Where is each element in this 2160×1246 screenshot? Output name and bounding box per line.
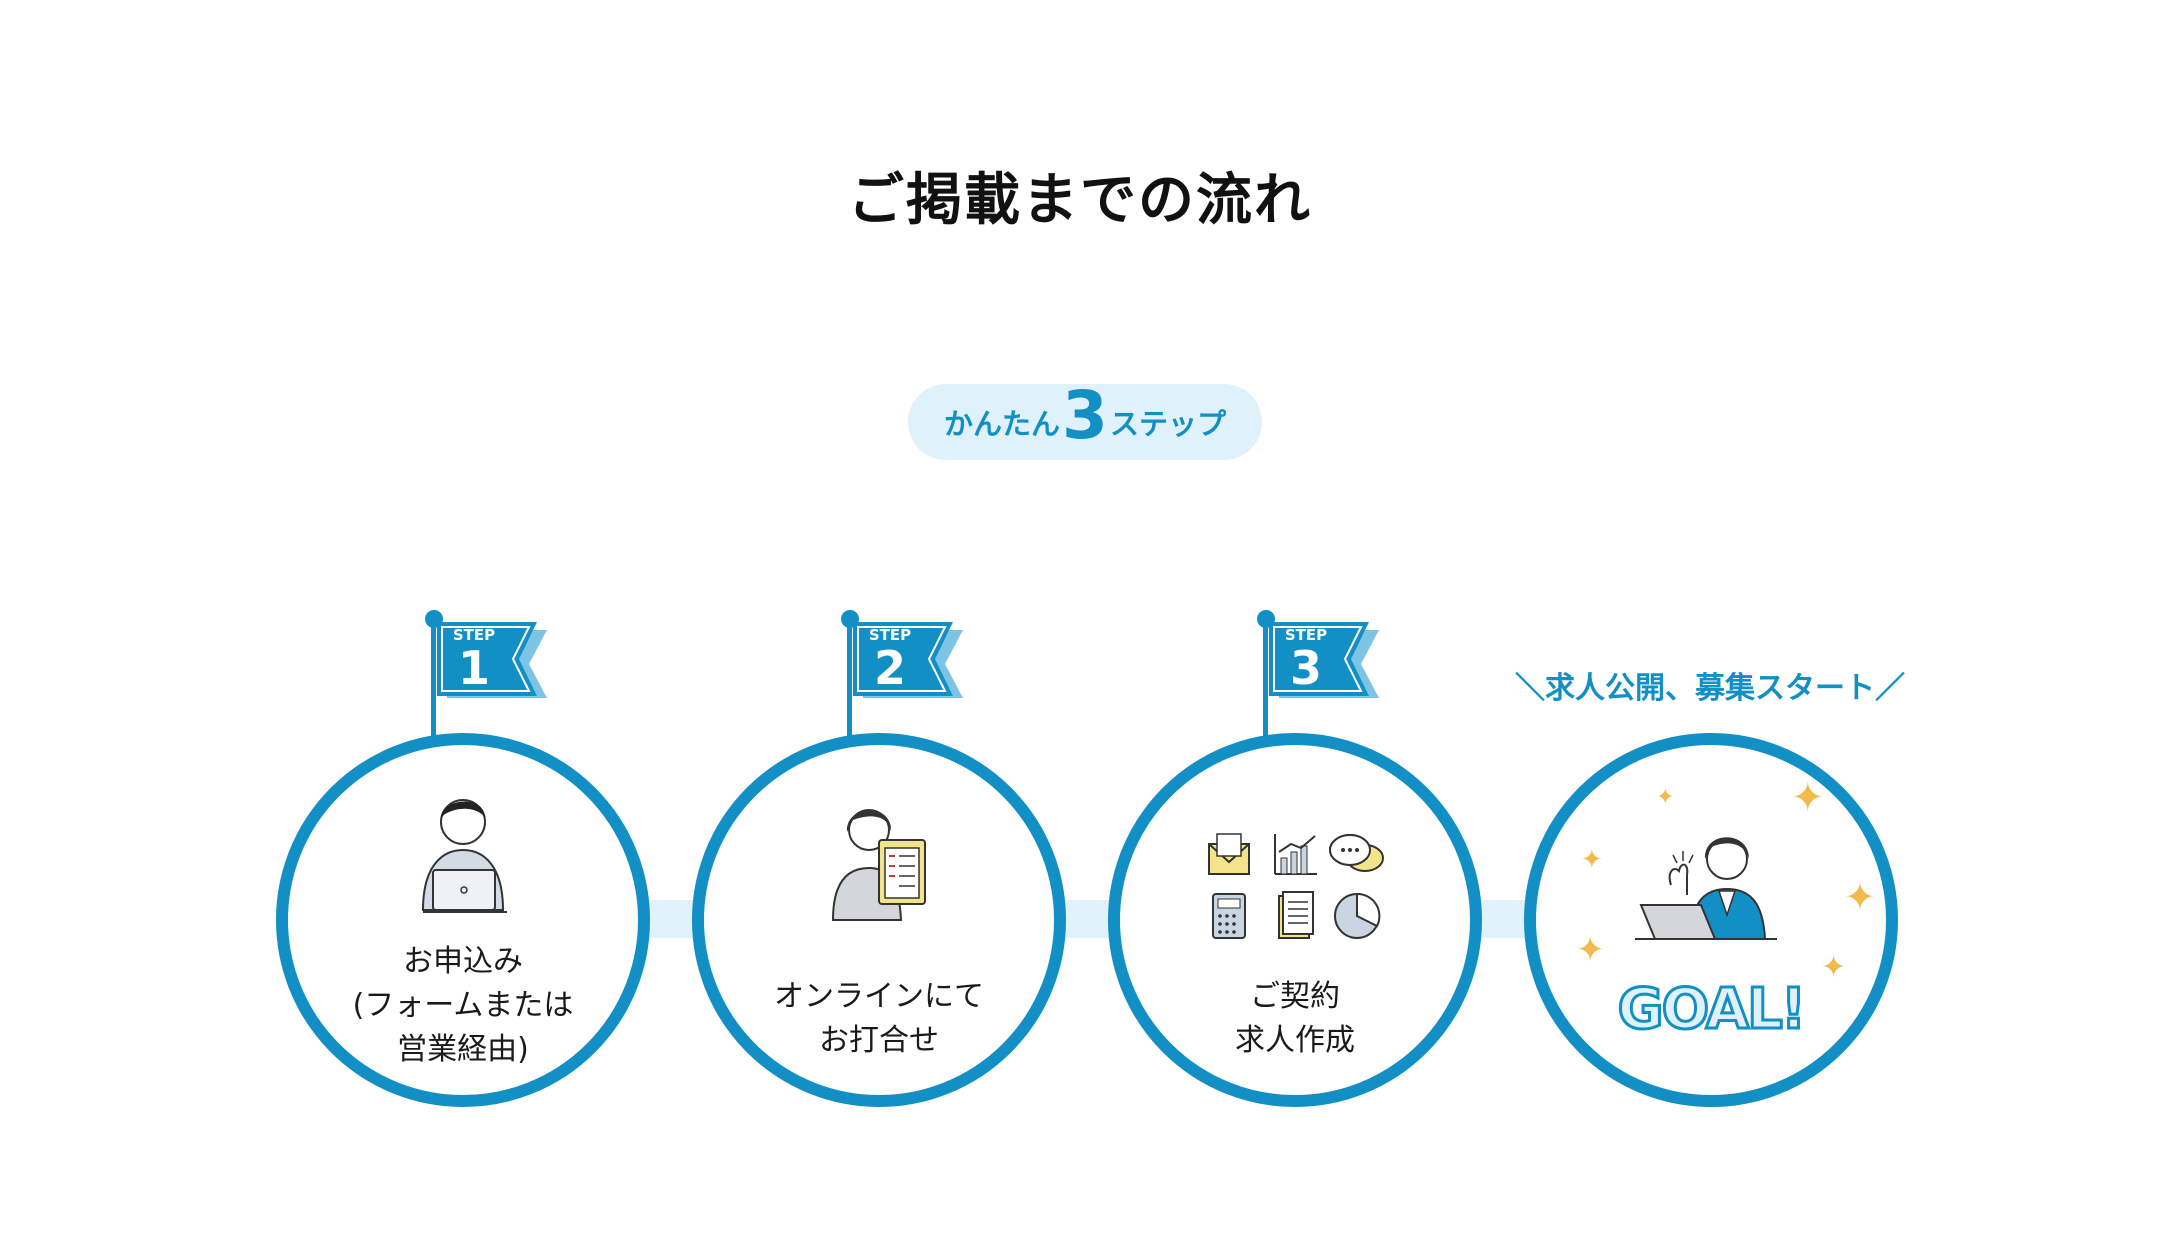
step-text-line: (フォームまたは xyxy=(352,988,574,1023)
goal-text: GOAL! xyxy=(1616,976,1808,1044)
badge-suffix: ステップ xyxy=(1109,407,1226,441)
step-text: お申込み (フォームまたは 営業経由) xyxy=(288,940,638,1072)
step-circle-2: オンラインにて お打合せ xyxy=(692,733,1066,1107)
step-text-line: 営業経由) xyxy=(397,1032,529,1067)
flag-pole xyxy=(431,618,436,738)
step-circle-1: お申込み (フォームまたは 営業経由) xyxy=(276,733,650,1107)
step-text-line: オンラインにて xyxy=(774,979,984,1014)
sparkle-icon: ✦ xyxy=(1656,785,1675,810)
sparkle-icon: ✦ xyxy=(1821,950,1847,985)
sparkle-icon: ✦ xyxy=(1581,845,1603,875)
sparkle-icon: ✦ xyxy=(1791,775,1825,821)
documents-grid-icon xyxy=(1205,830,1395,949)
sparkle-icon: ✦ xyxy=(1576,930,1605,970)
person-laptop-icon xyxy=(403,780,523,924)
badge-number: 3 xyxy=(1062,377,1108,454)
step-number: 3 xyxy=(1289,641,1322,695)
step-label: STEP xyxy=(1284,626,1328,644)
step-number: 2 xyxy=(873,641,906,695)
step-text-line: お打合せ xyxy=(819,1023,939,1058)
badge-prefix: かんたん xyxy=(944,407,1061,441)
step-flag: STEP 1 xyxy=(437,622,547,704)
step-flag: STEP 3 xyxy=(1269,622,1379,704)
goal-circle: ✦ ✦ ✦ ✦ ✦ ✦ GOAL! xyxy=(1524,733,1898,1107)
step-text: ご契約 求人作成 xyxy=(1120,975,1470,1063)
woman-clipboard-icon xyxy=(819,790,939,929)
step-label: STEP xyxy=(868,626,912,644)
step-text-line: お申込み xyxy=(403,944,523,979)
step-text: オンラインにて お打合せ xyxy=(704,975,1054,1063)
flag-pole xyxy=(847,618,852,738)
woman-ok-laptop-icon xyxy=(1631,815,1781,949)
step-flag: STEP 2 xyxy=(853,622,963,704)
step-text-line: ご契約 xyxy=(1250,979,1340,1014)
step-text-line: 求人作成 xyxy=(1235,1023,1355,1058)
goal-heading: ＼求人公開、募集スタート／ xyxy=(1515,671,1905,706)
sparkle-icon: ✦ xyxy=(1844,875,1876,919)
page-title: ご掲載までの流れ xyxy=(848,168,1312,233)
flag-pole xyxy=(1263,618,1268,738)
three-steps-badge: かんたん 3 ステップ xyxy=(908,377,1262,460)
step-circle-3: ご契約 求人作成 xyxy=(1108,733,1482,1107)
step-label: STEP xyxy=(452,626,496,644)
step-number: 1 xyxy=(457,641,490,695)
